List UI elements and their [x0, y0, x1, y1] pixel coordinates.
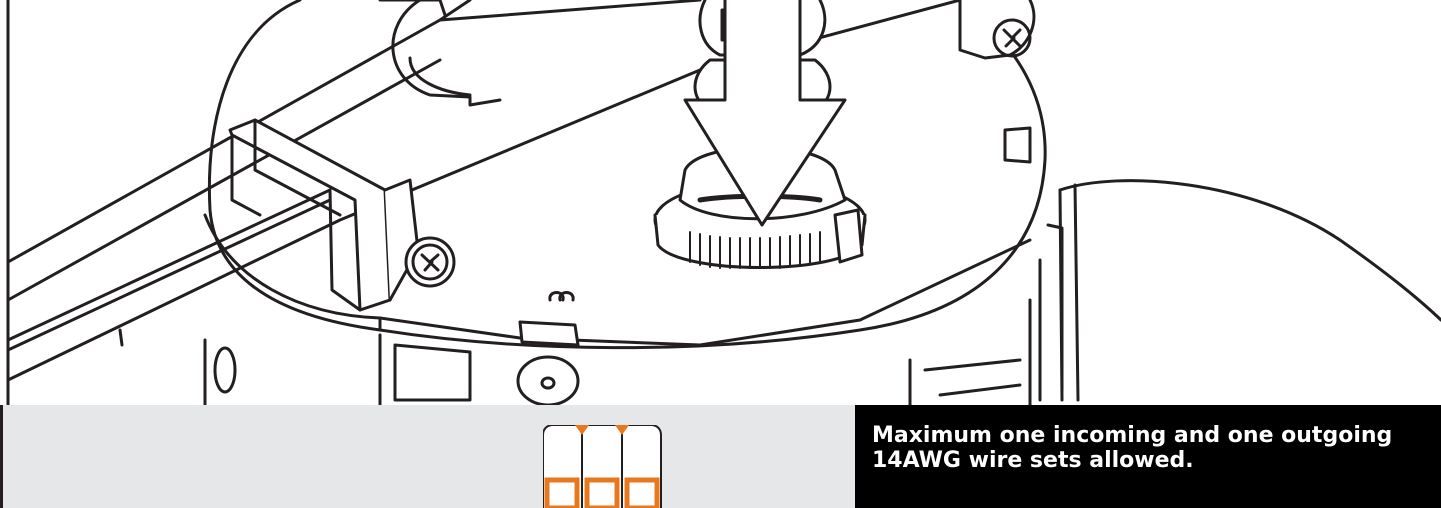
screw-icon	[958, 0, 1036, 60]
mounting-bar	[6, 0, 962, 382]
hinged-door	[1046, 179, 1441, 402]
wire-connector-panel	[0, 405, 855, 508]
down-arrow-icon	[683, 0, 847, 227]
bar-bracket	[228, 118, 420, 312]
note-callout: Maximum one incoming and one outgoing 14…	[855, 405, 1441, 508]
wire-limit-note: Maximum one incoming and one outgoing 14…	[872, 423, 1393, 473]
junction-box-illustration	[6, 0, 1441, 405]
screw-icon	[404, 236, 456, 288]
box-body	[203, 258, 1042, 405]
wire-connector-icon	[543, 425, 662, 508]
